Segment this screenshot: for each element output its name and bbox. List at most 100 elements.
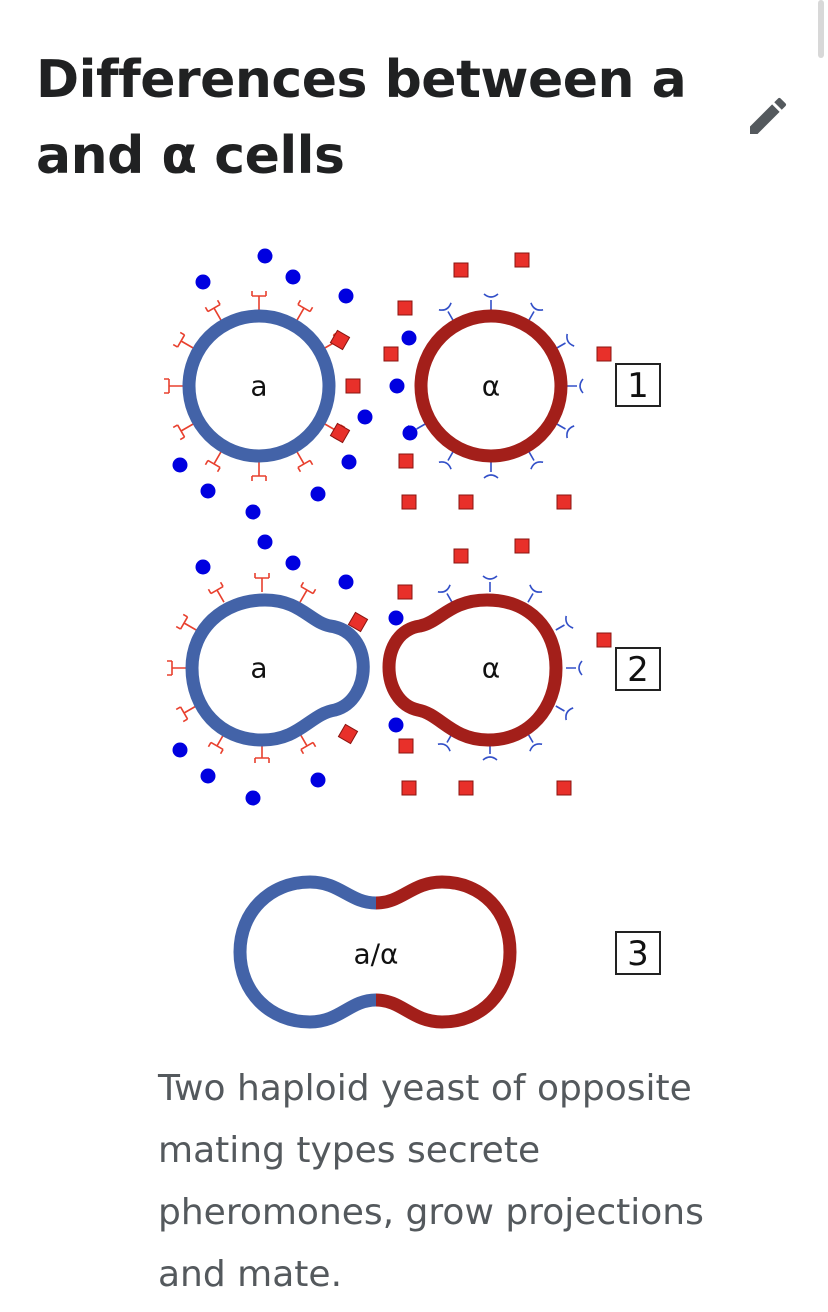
a-pheromone-dot	[285, 269, 301, 285]
alpha-pheromone-square	[401, 494, 417, 510]
alpha-pheromone-square	[397, 300, 413, 316]
alpha-receptor	[555, 615, 574, 631]
a-pheromone-dot	[389, 378, 405, 394]
alpha-pheromone-square	[556, 780, 572, 796]
alpha-pheromone-square	[347, 611, 369, 633]
scrollbar[interactable]	[818, 0, 824, 58]
alpha-receptor	[566, 660, 583, 676]
alpha-pheromone-square	[514, 538, 530, 554]
alpha-pheromone-square	[453, 548, 469, 564]
alpha-pheromone-square	[453, 262, 469, 278]
alpha-cell-shmoo	[382, 593, 563, 747]
alpha-pheromone-square	[398, 453, 414, 469]
mating-figure: a α 1 a α 2 a/α 3	[150, 228, 680, 1048]
alpha-receptor	[528, 451, 544, 470]
a-receptor	[299, 581, 317, 603]
figure-caption: Two haploid yeast of opposite mating typ…	[158, 1068, 704, 1295]
alpha-pheromone-square	[345, 378, 361, 394]
alpha-pheromone-square	[401, 780, 417, 796]
a-pheromone-dot	[285, 555, 301, 571]
a-pheromone-dot	[245, 790, 261, 806]
a-receptor	[296, 299, 314, 321]
a-pheromone-dot	[338, 574, 354, 590]
alpha-receptor	[482, 575, 498, 592]
a-cell-label: a	[250, 370, 267, 403]
a-cell	[182, 309, 336, 463]
a-receptor	[254, 573, 270, 592]
step-number: 2	[627, 650, 649, 690]
a-pheromone-dot	[338, 288, 354, 304]
alpha-pheromone-square	[397, 584, 413, 600]
a-pheromone-dot	[310, 772, 326, 788]
a-receptor	[207, 581, 225, 603]
a-cell-shmoo	[185, 593, 370, 747]
a-receptor	[167, 660, 186, 676]
a-pheromone-dot	[195, 274, 211, 290]
edit-section-button[interactable]	[744, 92, 792, 140]
a-pheromone-dot	[402, 425, 418, 441]
pencil-icon	[750, 97, 787, 134]
step-box	[615, 647, 661, 691]
a-cell-label: a	[250, 652, 267, 685]
a-receptor	[251, 291, 267, 310]
alpha-receptor	[555, 705, 574, 721]
step-box	[615, 363, 661, 407]
alpha-pheromone-square	[596, 346, 612, 362]
section-title: Differences between a and α cells	[36, 50, 687, 186]
alpha-receptor	[483, 462, 499, 479]
a-pheromone-dot	[341, 454, 357, 470]
alpha-receptor	[527, 733, 543, 752]
alpha-receptor	[528, 302, 544, 321]
alpha-receptor	[437, 584, 453, 603]
a-receptor	[172, 331, 194, 349]
a-receptor	[254, 744, 270, 763]
alpha-pheromone-square	[329, 329, 351, 351]
alpha-receptor	[567, 378, 584, 394]
alpha-cell-label: α	[482, 370, 500, 403]
a-receptor	[164, 378, 183, 394]
a-pheromone-dot	[200, 768, 216, 784]
alpha-receptor	[438, 451, 454, 470]
diploid-a-half	[233, 875, 377, 1029]
alpha-pheromone-square	[458, 494, 474, 510]
a-receptor	[251, 462, 267, 481]
a-receptor	[204, 451, 222, 473]
a-pheromone-dot	[172, 742, 188, 758]
alpha-receptor	[556, 423, 575, 439]
a-receptor	[299, 733, 317, 755]
a-pheromone-dot	[257, 534, 273, 550]
a-pheromone-dot	[401, 330, 417, 346]
a-receptor	[207, 733, 225, 755]
alpha-pheromone-square	[337, 723, 359, 745]
step-number: 1	[627, 366, 649, 406]
alpha-receptor	[556, 333, 575, 349]
a-receptor	[175, 705, 197, 723]
a-receptor	[172, 423, 194, 441]
step-number: 3	[627, 934, 649, 974]
a-pheromone-dot	[357, 409, 373, 425]
alpha-receptor	[438, 302, 454, 321]
a-receptor	[296, 451, 314, 473]
a-pheromone-dot	[172, 457, 188, 473]
a-pheromone-dot	[388, 610, 404, 626]
alpha-pheromone-square	[458, 780, 474, 796]
alpha-receptor	[483, 293, 499, 310]
a-pheromone-dot	[310, 486, 326, 502]
a-receptor	[204, 299, 222, 321]
alpha-pheromone-square	[398, 738, 414, 754]
a-pheromone-dot	[200, 483, 216, 499]
step-box	[615, 931, 661, 975]
alpha-cell-label: α	[482, 652, 500, 685]
alpha-pheromone-square	[514, 252, 530, 268]
alpha-pheromone-square	[596, 632, 612, 648]
a-pheromone-dot	[195, 559, 211, 575]
diploid-alpha-half	[375, 875, 517, 1029]
alpha-receptor	[527, 584, 543, 603]
a-pheromone-dot	[388, 717, 404, 733]
alpha-receptor	[437, 733, 453, 752]
alpha-pheromone-square	[556, 494, 572, 510]
diploid-cell-label: a/α	[353, 938, 398, 971]
a-pheromone-dot	[245, 504, 261, 520]
a-receptor	[175, 613, 197, 631]
alpha-cell	[414, 309, 568, 463]
